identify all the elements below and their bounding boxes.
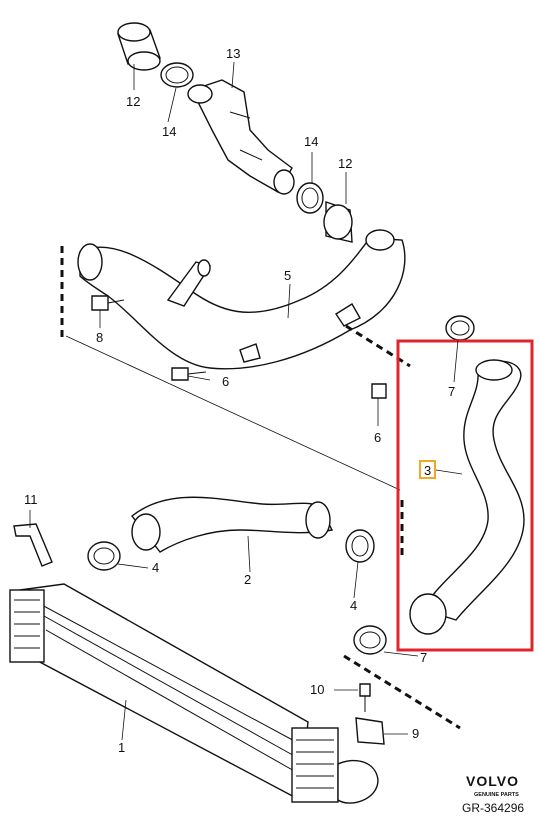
callout-12-mid: 12 [338, 156, 352, 171]
sleeve-12-top [117, 22, 161, 71]
volvo-logo: VOLVO [466, 773, 519, 789]
diagram-reference: GR-364296 [462, 801, 524, 815]
callout-8: 8 [96, 330, 103, 345]
bracket-9 [355, 717, 385, 745]
hose-5 [77, 229, 406, 370]
highlight-frame[interactable] [396, 339, 534, 652]
clamp-7-top [445, 315, 475, 341]
clamp-14-top [160, 62, 194, 88]
callout-9: 9 [412, 726, 419, 741]
bolt-6-right [371, 383, 387, 399]
hose-2 [131, 496, 334, 553]
callout-6-left: 6 [222, 374, 229, 389]
ref-line-right [345, 324, 411, 368]
bolt-10 [359, 683, 371, 712]
callout-7-top: 7 [448, 384, 455, 399]
intercooler-1 [9, 583, 379, 804]
callout-14-mid: 14 [304, 134, 318, 149]
callout-7-bottom: 7 [420, 650, 427, 665]
bolt-6-left [171, 367, 207, 381]
callout-1: 1 [118, 740, 125, 755]
sleeve-12-mid [323, 201, 353, 243]
callout-4-right: 4 [350, 598, 357, 613]
clamp-4-left [87, 541, 121, 571]
clamp-7-bottom [353, 625, 387, 655]
ref-line-lower [343, 654, 461, 730]
bolt-8 [91, 295, 125, 311]
callouts: 12 14 13 14 12 5 8 6 6 7 11 4 2 4 7 1 10… [24, 46, 455, 755]
callout-2: 2 [244, 572, 251, 587]
hose-3 [409, 359, 525, 635]
callout-13: 13 [226, 46, 240, 61]
brand-block: VOLVO GENUINE PARTS GR-364296 [462, 773, 524, 815]
leader-lines [29, 61, 463, 741]
strip-11 [13, 523, 53, 567]
callout-12-top: 12 [126, 94, 140, 109]
clamp-14-mid [296, 182, 324, 214]
callout-6-right: 6 [374, 430, 381, 445]
callout-10: 10 [310, 682, 324, 697]
callout-5: 5 [284, 268, 291, 283]
ref-line-diagonal [65, 335, 401, 491]
callout-14-top: 14 [162, 124, 176, 139]
brand-subtitle: GENUINE PARTS [474, 792, 519, 798]
callout-3: 3 [424, 463, 431, 478]
clamp-4-right [345, 529, 375, 563]
pipe-13 [187, 79, 295, 195]
callout-3-highlighted[interactable]: 3 [419, 460, 436, 479]
callout-11: 11 [24, 492, 38, 507]
callout-4-left: 4 [152, 560, 159, 575]
